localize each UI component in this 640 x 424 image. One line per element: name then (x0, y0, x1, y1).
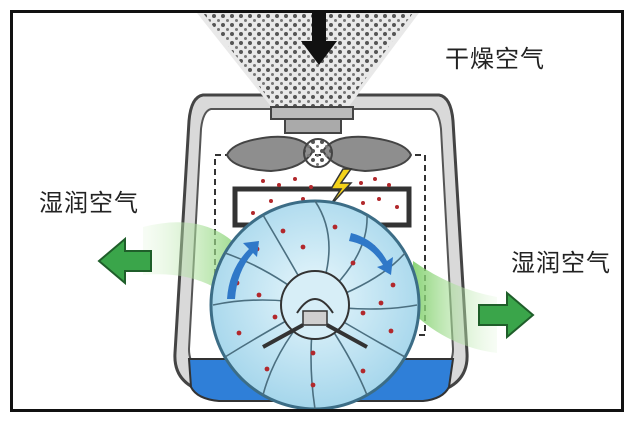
right-arrow-icon (478, 290, 535, 340)
left-arrow-icon (97, 236, 152, 286)
humid-air-left-label: 湿润空气 (39, 189, 139, 217)
down-arrow-icon (301, 13, 337, 65)
dry-air-label: 干燥空气 (445, 45, 545, 73)
humid-air-right-label: 湿润空气 (511, 249, 611, 277)
humidifier-wheel-icon (209, 199, 421, 409)
rotation-arrow-icon (227, 233, 393, 299)
moisture-particles (251, 177, 399, 215)
humid-air-flow-right (413, 261, 497, 353)
diagram-frame: 干燥空气 湿润空气 湿润空气 (10, 10, 624, 412)
fan-icon (225, 135, 413, 173)
lightning-icon (328, 168, 353, 208)
humidifier-diagram (97, 13, 535, 409)
